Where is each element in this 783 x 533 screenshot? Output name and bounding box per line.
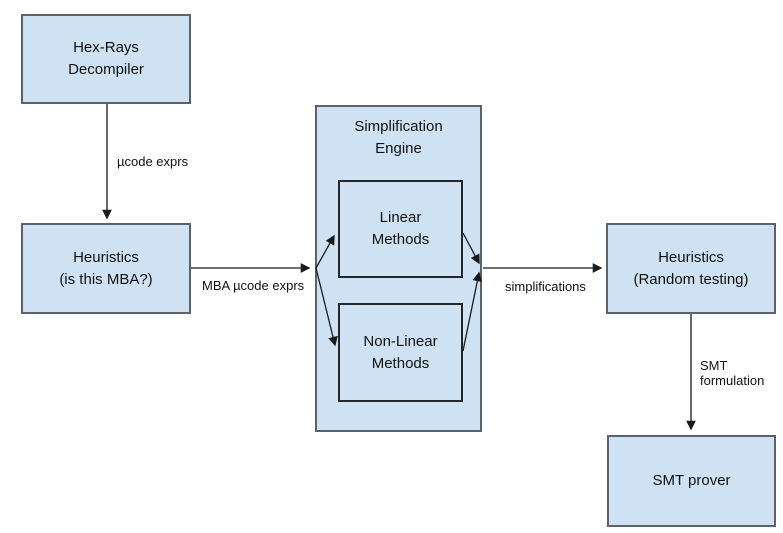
node-label: Heuristics xyxy=(73,248,139,266)
node-label: Non-Linear xyxy=(363,332,438,350)
node-linear-methods: Linear Methods xyxy=(338,180,463,278)
edge-label-line: formulation xyxy=(700,373,765,388)
node-label: Methods xyxy=(371,231,430,248)
edge-label-line: SMT xyxy=(700,358,728,373)
node-label: Hex-Rays xyxy=(73,39,139,56)
node-smt-prover: SMT prover xyxy=(607,435,776,527)
node-label: Simplification xyxy=(354,118,443,135)
edge-label-smt-formulation: SMT formulation xyxy=(700,358,764,388)
node-label: Decompiler xyxy=(68,61,144,78)
node-label: (is this MBA?) xyxy=(59,270,153,288)
node-hex-rays-decompiler: Hex-Rays Decompiler xyxy=(21,14,191,104)
node-label: (Random testing) xyxy=(633,270,749,288)
node-label: Engine xyxy=(375,140,422,157)
edge-label-simplifications: simplifications xyxy=(505,279,586,294)
node-heuristics-random-testing: Heuristics (Random testing) xyxy=(606,223,776,314)
node-label: SMT prover xyxy=(652,472,731,489)
node-heuristics-is-this-mba: Heuristics (is this MBA?) xyxy=(21,223,191,314)
node-label: Methods xyxy=(371,354,430,372)
node-label: Linear xyxy=(379,209,422,226)
edge-label-ucode-exprs: µcode exprs xyxy=(117,154,189,169)
edge-label-mba-ucode-exprs: MBA µcode exprs xyxy=(202,278,305,293)
node-non-linear-methods: Non-Linear Methods xyxy=(338,303,463,402)
node-label: Heuristics xyxy=(658,248,724,266)
